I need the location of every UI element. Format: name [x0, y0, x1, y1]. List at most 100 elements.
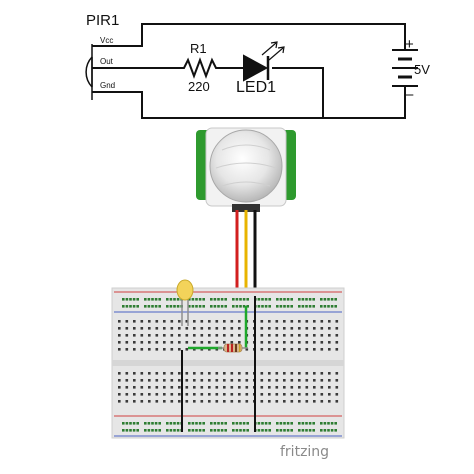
rail-hole [330, 305, 334, 308]
terminal-hole [163, 341, 166, 344]
rail-hole [169, 429, 173, 432]
rail-hole [191, 305, 195, 308]
rail-hole [213, 429, 217, 432]
terminal-hole [260, 400, 264, 403]
terminal-hole [208, 386, 211, 389]
rail-hole [283, 422, 286, 425]
terminal-hole [238, 341, 241, 344]
rail-hole [312, 298, 315, 301]
rail-hole [217, 298, 220, 301]
terminal-hole [313, 372, 316, 375]
rail-hole [286, 305, 290, 308]
rail-hole [334, 422, 337, 425]
terminal-hole [200, 334, 204, 337]
rail-hole [232, 422, 235, 425]
terminal-hole [313, 320, 316, 323]
terminal-hole [163, 348, 166, 351]
terminal-hole [275, 393, 279, 396]
terminal-hole [208, 341, 211, 344]
terminal-hole [155, 348, 159, 351]
terminal-hole [118, 379, 121, 382]
rail-hole [330, 429, 334, 432]
rail-hole [176, 429, 180, 432]
rail-hole [169, 305, 173, 308]
terminal-hole [200, 320, 204, 323]
rail-hole [264, 298, 268, 301]
terminal-hole [193, 327, 196, 330]
rail-hole [188, 298, 191, 301]
rail-hole [220, 298, 224, 301]
terminal-hole [298, 320, 301, 323]
rail-hole [290, 422, 293, 425]
terminal-hole [140, 400, 144, 403]
terminal-hole [283, 379, 286, 382]
breadboard [111, 287, 345, 439]
terminal-hole [223, 334, 226, 337]
terminal-hole [208, 393, 211, 396]
vcc-wire [92, 23, 406, 50]
terminal-hole [290, 393, 294, 396]
rail-hole [246, 422, 249, 425]
rail-hole [210, 429, 213, 432]
terminal-hole [268, 400, 271, 403]
terminal-hole [200, 386, 204, 389]
terminal-hole [178, 327, 181, 330]
terminal-hole [193, 393, 196, 396]
terminal-hole [230, 393, 234, 396]
terminal-hole [140, 372, 144, 375]
rail-hole [125, 429, 129, 432]
pir-pin-header [232, 204, 260, 212]
terminal-hole [320, 341, 324, 344]
terminal-hole [193, 386, 196, 389]
rail-hole [246, 298, 249, 301]
terminal-hole [320, 379, 324, 382]
terminal-hole [178, 379, 181, 382]
rail-hole [327, 305, 330, 308]
rail-hole [283, 429, 286, 432]
terminal-hole [230, 379, 234, 382]
terminal-hole [283, 386, 286, 389]
terminal-hole [305, 341, 309, 344]
rail-hole [279, 422, 283, 425]
terminal-hole [313, 400, 316, 403]
terminal-hole [133, 372, 136, 375]
terminal-hole [178, 400, 181, 403]
terminal-hole [118, 320, 121, 323]
terminal-hole [185, 327, 189, 330]
resistor-band-3 [235, 344, 237, 352]
terminal-hole [313, 379, 316, 382]
resistor-symbol [178, 57, 244, 79]
rail-hole [129, 305, 132, 308]
terminal-hole [335, 334, 339, 337]
terminal-hole [163, 334, 166, 337]
terminal-hole [320, 386, 324, 389]
terminal-hole [313, 341, 316, 344]
resistor-band-4 [239, 344, 241, 352]
rail-hole [261, 422, 264, 425]
terminal-hole [208, 379, 211, 382]
rail-hole [290, 298, 293, 301]
rail-hole [125, 298, 129, 301]
rail-hole [327, 298, 330, 301]
terminal-hole [290, 334, 294, 337]
terminal-hole [125, 348, 129, 351]
breadboard-holes [118, 298, 339, 432]
terminal-hole [238, 334, 241, 337]
terminal-hole [245, 379, 249, 382]
terminal-hole [275, 372, 279, 375]
terminal-hole [185, 320, 189, 323]
terminal-hole [290, 386, 294, 389]
terminal-hole [185, 393, 189, 396]
rail-hole [173, 429, 176, 432]
terminal-hole [335, 372, 339, 375]
rail-hole [235, 422, 239, 425]
terminal-hole [193, 348, 196, 351]
rail-hole [242, 305, 246, 308]
terminal-hole [260, 386, 264, 389]
rail-hole [264, 429, 268, 432]
rail-hole [195, 298, 198, 301]
terminal-hole [133, 400, 136, 403]
rail-hole [202, 305, 205, 308]
terminal-hole [140, 348, 144, 351]
